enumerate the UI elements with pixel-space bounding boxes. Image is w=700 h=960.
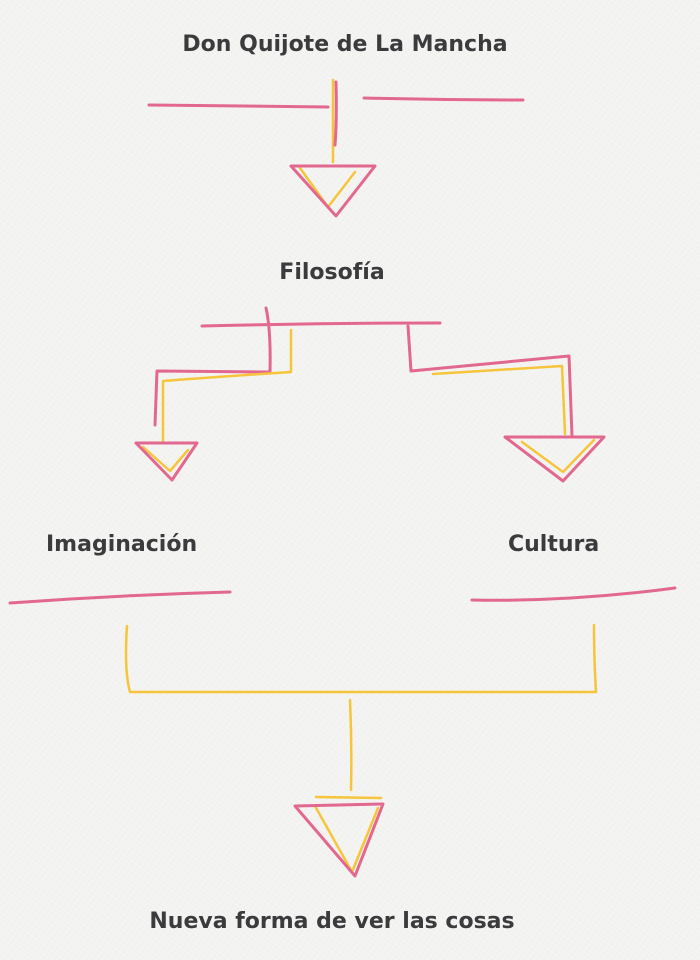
filosofia-underline [200,321,442,328]
merge-stem-gold [348,698,353,792]
filosofia-left-branch-gold [161,328,293,444]
cultura-underline [470,586,677,602]
connector-title-to-arrow-pink [333,80,338,147]
arrow-to-cultura-pink [503,435,606,483]
title-underline-right [362,96,525,102]
merge-bracket-gold [124,623,598,694]
node-imaginacion: Imaginación [46,532,198,557]
filosofia-right-branch-pink [406,324,574,438]
arrow-to-imaginacion-pink [134,441,199,482]
node-title-don-quijote: Don Quijote de La Mancha [182,32,508,57]
node-filosofia: Filosofía [279,260,385,285]
filosofia-right-branch-gold [431,364,567,436]
arrow-to-cultura-gold [520,438,596,474]
filosofia-left-branch-pink [153,306,272,427]
arrow-to-imaginacion-gold [141,445,190,473]
node-cultura: Cultura [508,532,600,557]
arrow-to-nueva-forma-bar [314,795,383,800]
arrow-title-to-filosofia-pink [289,164,377,218]
title-underline-left [147,103,330,109]
node-nueva-forma: Nueva forma de ver las cosas [149,909,515,934]
imaginacion-underline [8,590,232,605]
arrow-to-nueva-forma-pink [293,802,385,878]
